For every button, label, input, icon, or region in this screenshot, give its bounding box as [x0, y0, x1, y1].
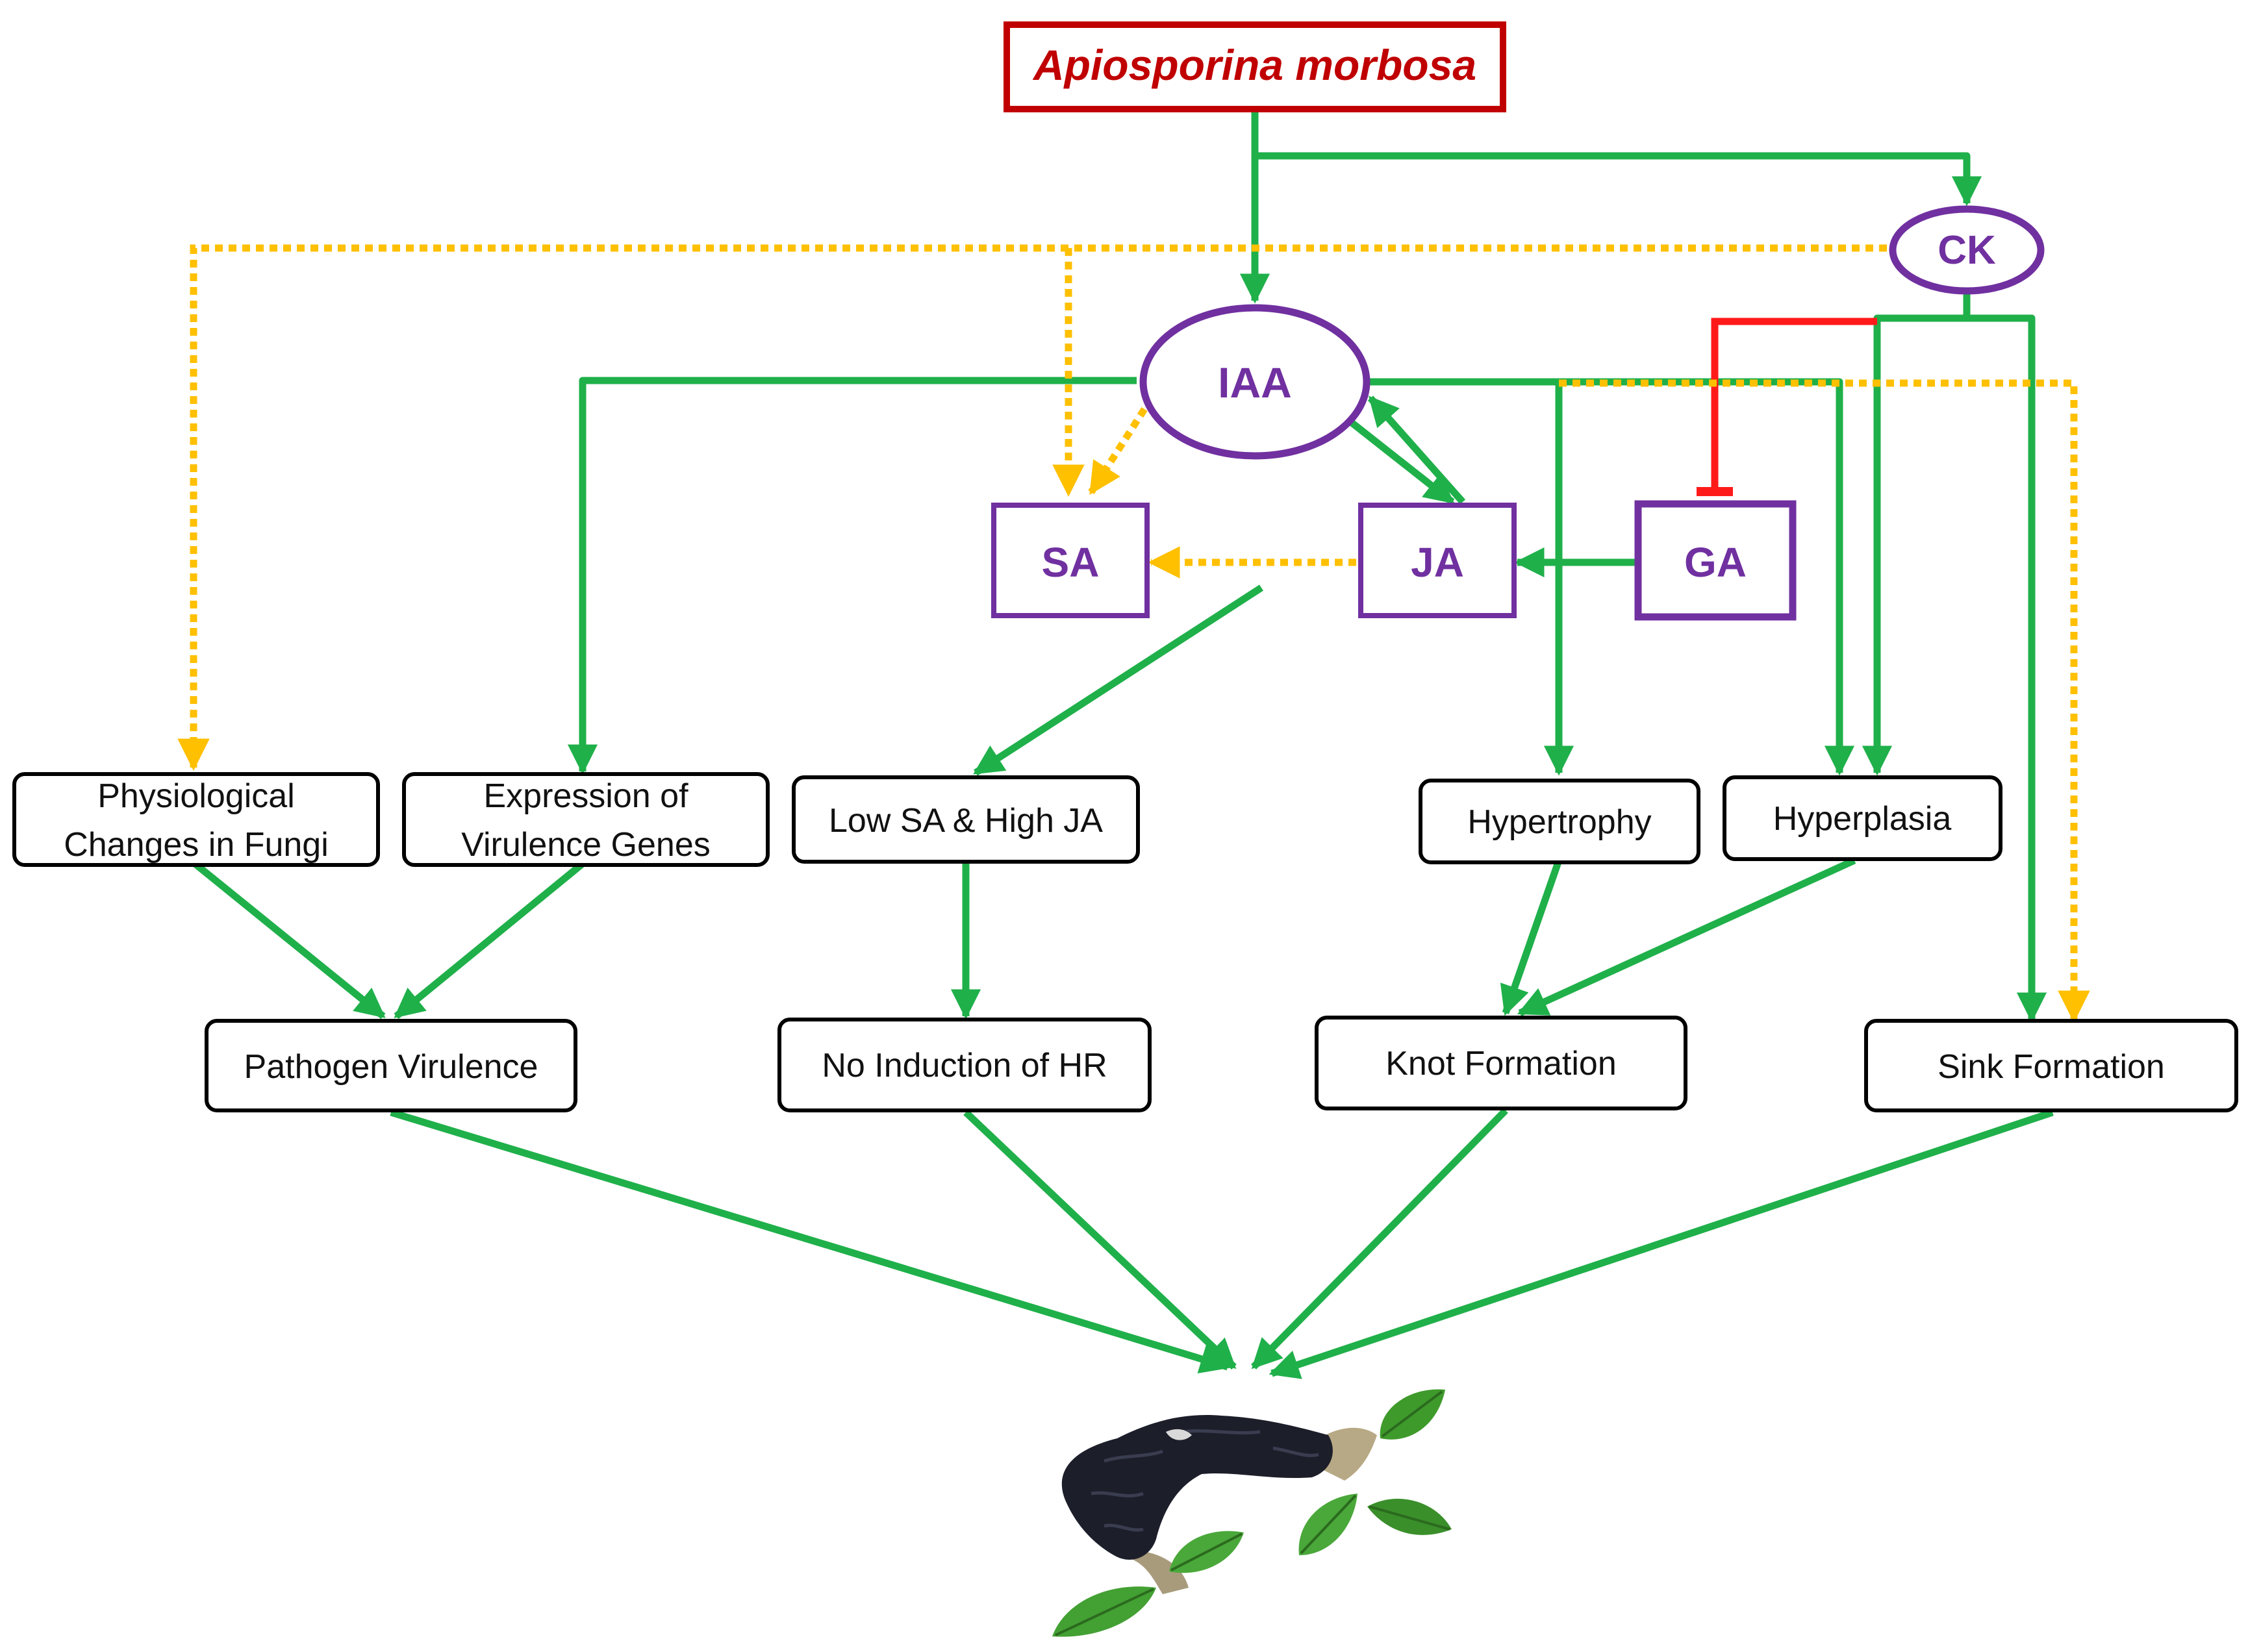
dotted-connectors [177, 244, 2090, 1023]
arrow-hyperplasia-to-knot [1517, 857, 1856, 1017]
arrow-nohr-to-gall [963, 1110, 1237, 1370]
ga-node: GA [1634, 500, 1797, 621]
sink-formation-node: Sink Formation [1864, 1019, 2238, 1112]
ja-label: JA [1411, 539, 1464, 586]
title-node: Apiosporina morbosa [1004, 21, 1506, 112]
hyperplasia-label: Hyperplasia [1773, 800, 1952, 838]
green-connectors [192, 109, 2054, 1379]
gall-body [1061, 1415, 1333, 1560]
ja-node: JA [1358, 503, 1517, 618]
knot-formation-label: Knot Formation [1385, 1045, 1617, 1083]
hypertrophy-label: Hypertrophy [1467, 803, 1651, 841]
dotted-iaa-to-sink [1559, 379, 2090, 1023]
black-knot-gall-image [1052, 1389, 1452, 1637]
physiological-label-line1: Physiological [97, 777, 295, 815]
arrow-genes-to-virulence [394, 860, 585, 1020]
ga-label: GA [1684, 539, 1747, 586]
physiological-label-line2: Changes in Fungi [64, 826, 329, 864]
virulence-genes-label-line2: Virulence Genes [461, 826, 711, 864]
virulence-genes-node: Expression of Virulence Genes [402, 772, 770, 867]
arrow-knot-to-gall [1251, 1108, 1508, 1370]
iaa-label: IAA [1218, 358, 1292, 407]
ck-node: CK [1889, 205, 2045, 295]
no-hr-node: No Induction of HR [777, 1018, 1152, 1112]
arrow-iaa-to-ja [1348, 419, 1455, 505]
pathogen-virulence-label: Pathogen Virulence [244, 1048, 538, 1086]
low-sa-high-ja-node: Low SA & High JA [792, 775, 1140, 864]
title-label: Apiosporina morbosa [1032, 41, 1476, 89]
sa-label: SA [1042, 539, 1100, 586]
arrow-title-to-ck [1255, 152, 1982, 206]
arrow-ck-to-sink [1967, 314, 2047, 1023]
no-hr-label: No Induction of HR [822, 1047, 1107, 1084]
gall-texture [1091, 1429, 1319, 1532]
leaf-veins [1055, 1390, 1450, 1636]
arrow-ja-to-low-sa-high-ja [973, 584, 1263, 776]
branch-bark [1130, 1552, 1189, 1594]
knot-formation-node: Knot Formation [1315, 1016, 1687, 1110]
ck-label: CK [1938, 228, 1996, 273]
low-sa-high-ja-label: Low SA & High JA [829, 802, 1103, 840]
iaa-node: IAA [1139, 304, 1370, 460]
dotted-iaa-to-sa [1088, 407, 1148, 495]
inhibition-ck-to-ga [1697, 318, 1877, 496]
virulence-genes-label-line1: Expression of [483, 777, 688, 815]
sa-node: SA [991, 503, 1150, 618]
arrow-sink-to-gall [1269, 1108, 2054, 1379]
hypertrophy-node: Hypertrophy [1419, 779, 1700, 864]
sink-formation-label: Sink Formation [1938, 1048, 2165, 1086]
physiological-changes-node: Physiological Changes in Fungi [12, 772, 380, 867]
arrow-ck-to-hyperplasia [1862, 292, 1971, 776]
arrow-iaa-to-virulence-genes [567, 377, 1137, 775]
hyperplasia-node: Hyperplasia [1723, 775, 2002, 861]
arrow-ja-to-iaa [1367, 395, 1466, 505]
dotted-ck-to-physiological [177, 244, 1887, 771]
arrow-physiological-to-virulence [192, 860, 386, 1020]
arrow-virulence-to-gall [390, 1108, 1231, 1373]
gall-fungal-patch [1166, 1429, 1192, 1440]
arrow-hypertrophy-to-knot [1500, 859, 1563, 1016]
pathogen-virulence-node: Pathogen Virulence [205, 1019, 577, 1112]
branch-bark-right [1319, 1427, 1377, 1481]
